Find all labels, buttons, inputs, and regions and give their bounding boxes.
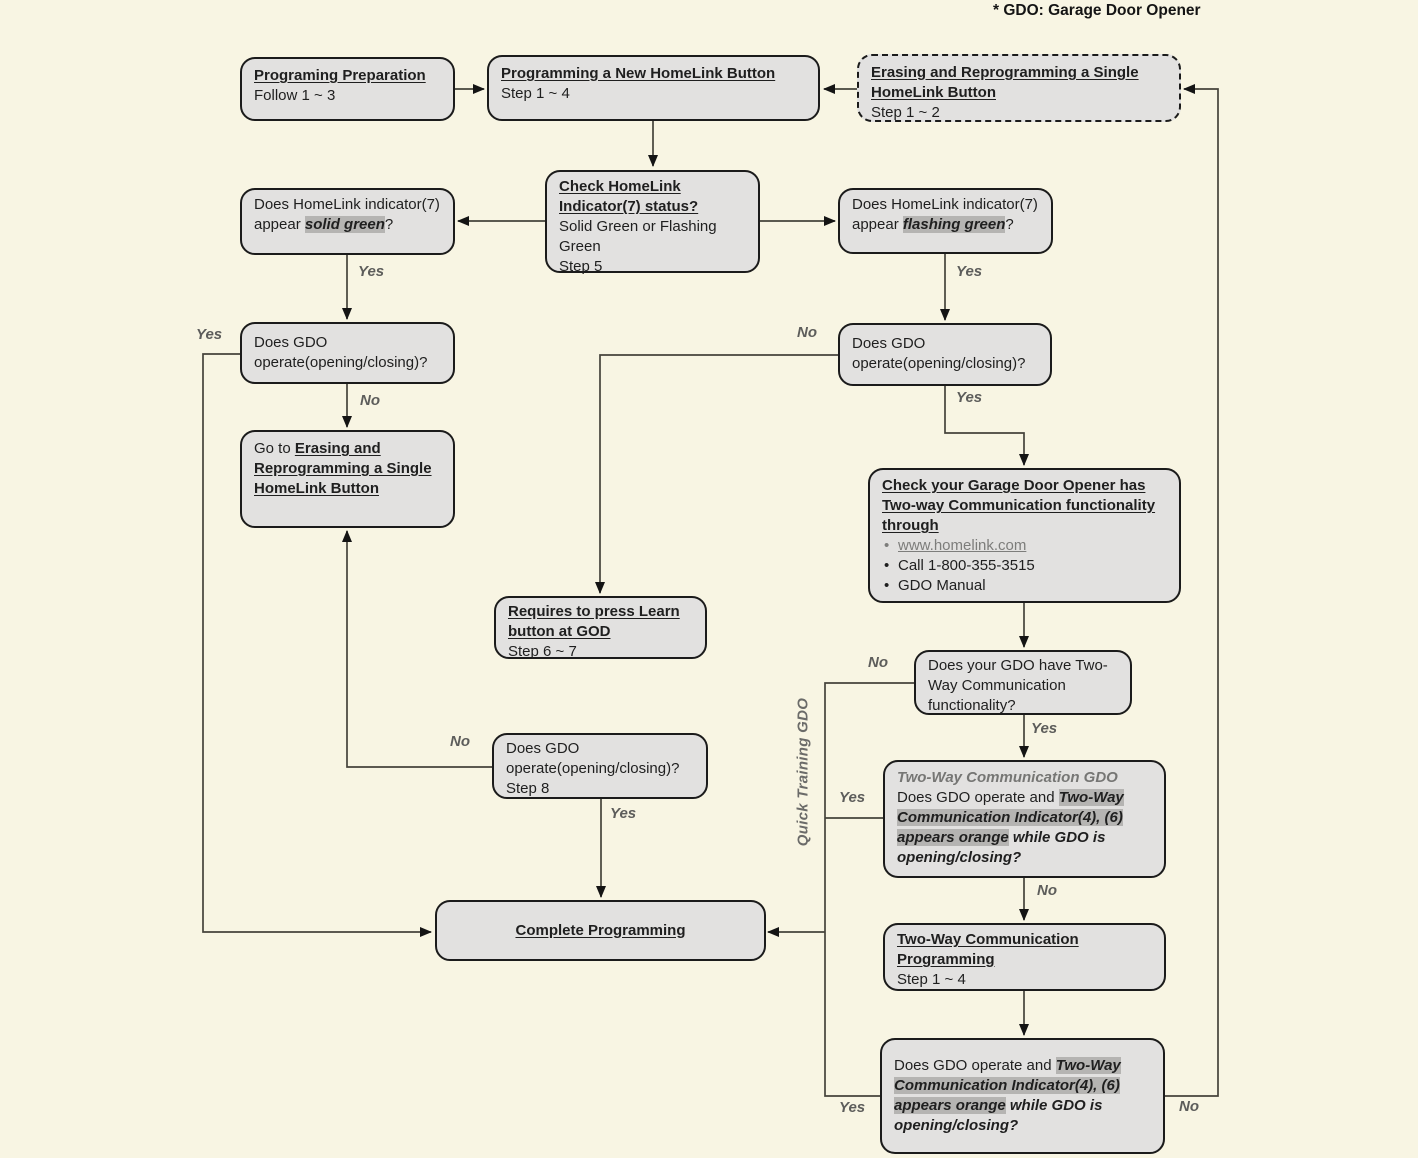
node-gdo-operate-right: Does GDO operate(opening/closing)? xyxy=(838,323,1052,386)
no-label: No xyxy=(797,324,817,341)
node-step: Step 8 xyxy=(506,780,550,797)
homelink-url: www.homelink.com xyxy=(882,536,1167,556)
no-label: No xyxy=(1037,882,1057,899)
node-programming-new-button: Programming a New HomeLink Button Step 1… xyxy=(487,55,820,121)
question-post: while GDO is opening/closing? xyxy=(897,829,1106,866)
node-flashing-green-question: Does HomeLink indicator(7) appear flashi… xyxy=(838,188,1053,254)
node-learn-button: Requires to press Learn button at GOD St… xyxy=(494,596,707,660)
question-mark: ? xyxy=(1005,216,1014,233)
question-text: Does your GDO have Two-Way Communication… xyxy=(928,657,1108,714)
node-body: Solid Green or Flashing Green xyxy=(559,218,717,255)
question-text: Does HomeLink indicator(7) appear xyxy=(254,196,440,233)
yes-label: Yes xyxy=(956,389,983,406)
highlight-solid-green: solid green xyxy=(304,216,385,233)
phone-number: Call 1-800-355-3515 xyxy=(882,556,1167,576)
node-complete-programming: Complete Programming xyxy=(435,900,766,961)
node-title: Check your Garage Door Opener has Two-wa… xyxy=(882,477,1156,534)
node-two-way-final-check: Does GDO operate and Two-Way Communicati… xyxy=(880,1038,1165,1154)
node-gdo-operate-step8: Does GDO operate(opening/closing)? Step … xyxy=(492,733,708,799)
no-label: No xyxy=(450,733,470,750)
node-title: Two-Way Communication Programming xyxy=(897,931,1079,968)
node-erasing-reprogramming: Erasing and Reprogramming a Single HomeL… xyxy=(857,54,1181,122)
question-text: Does GDO operate and Two-Way Communicati… xyxy=(897,788,1152,868)
node-body: Step 1 ~ 4 xyxy=(897,971,966,988)
question-pre: Does GDO operate and xyxy=(897,789,1059,806)
question-text: Does GDO operate(opening/closing)? xyxy=(254,334,428,371)
highlight-flashing-green: flashing green xyxy=(902,216,1006,233)
goto-link-text: Erasing and Reprogramming a Single HomeL… xyxy=(254,440,432,497)
node-two-way-gdo-question: Two-Way Communication GDO Does GDO opera… xyxy=(883,760,1166,878)
node-body: Step 1 ~ 4 xyxy=(501,85,570,102)
node-goto-erasing: Go to Erasing and Reprogramming a Single… xyxy=(240,430,455,528)
gdo-footnote: * GDO: Garage Door Opener xyxy=(993,2,1201,19)
yes-label: Yes xyxy=(610,805,637,822)
yes-label: Yes xyxy=(839,1099,866,1116)
no-label: No xyxy=(360,392,380,409)
question-text: Does GDO operate(opening/closing)? xyxy=(506,740,680,777)
yes-label: Yes xyxy=(956,263,983,280)
node-body: Step 1 ~ 2 xyxy=(871,104,940,121)
question-text: Does GDO operate(opening/closing)? xyxy=(852,335,1026,372)
node-gdo-operate-left: Does GDO operate(opening/closing)? xyxy=(240,322,455,384)
goto-text: Go to xyxy=(254,440,295,457)
yes-label: Yes xyxy=(358,263,385,280)
yes-label: Yes xyxy=(839,789,866,806)
question-text: Does GDO operate and Two-Way Communicati… xyxy=(894,1056,1151,1136)
no-label: No xyxy=(1179,1098,1199,1115)
no-label: No xyxy=(868,654,888,671)
question-mark: ? xyxy=(384,216,394,233)
question-text: Does HomeLink indicator(7) appear xyxy=(852,196,1038,233)
gdo-manual: GDO Manual xyxy=(882,576,1167,596)
node-body: Step 6 ~ 7 xyxy=(508,643,577,660)
question-post: while GDO is opening/closing? xyxy=(894,1097,1103,1134)
quick-training-gdo-label: Quick Training GDO xyxy=(794,697,812,847)
node-solid-green-question: Does HomeLink indicator(7) appear solid … xyxy=(240,188,455,255)
node-title: Check HomeLink Indicator(7) status? xyxy=(559,178,699,215)
node-check-two-way-info: Check your Garage Door Opener has Two-wa… xyxy=(868,468,1181,603)
node-title: Erasing and Reprogramming a Single HomeL… xyxy=(871,64,1139,101)
node-title: Complete Programming xyxy=(515,921,686,939)
node-title: Two-Way Communication GDO xyxy=(897,769,1118,786)
question-pre: Does GDO operate and xyxy=(894,1057,1056,1074)
node-step: Step 5 xyxy=(559,258,603,275)
node-programming-preparation: Programing Preparation Follow 1 ~ 3 xyxy=(240,57,455,121)
node-body: Follow 1 ~ 3 xyxy=(254,87,336,104)
node-two-way-programming: Two-Way Communication Programming Step 1… xyxy=(883,923,1166,991)
node-check-indicator-status: Check HomeLink Indicator(7) status? Soli… xyxy=(545,170,760,275)
node-has-two-way-question: Does your GDO have Two-Way Communication… xyxy=(914,650,1132,715)
yes-label: Yes xyxy=(1031,720,1058,737)
yes-label: Yes xyxy=(196,326,223,343)
node-title: Requires to press Learn button at GOD xyxy=(508,603,680,640)
node-title: Programming a New HomeLink Button xyxy=(501,65,776,82)
node-title: Programing Preparation xyxy=(254,67,426,84)
